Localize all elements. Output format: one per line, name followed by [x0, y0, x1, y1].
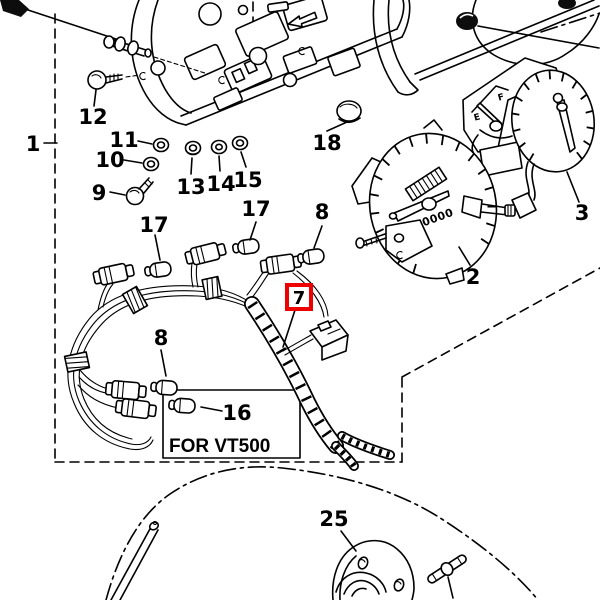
leader-line	[458, 246, 471, 266]
part-label-18[interactable]: 18	[312, 131, 341, 155]
washer-14-drawing	[210, 139, 228, 172]
part-label-2[interactable]: 2	[466, 265, 481, 289]
lamp-socket	[184, 242, 227, 266]
pin-drawing	[427, 554, 467, 599]
leader-line	[477, 25, 600, 49]
part-label-17-left[interactable]: 17	[139, 213, 168, 237]
nut-15-drawing	[231, 135, 249, 168]
part-label-13[interactable]: 13	[176, 175, 205, 199]
leader-line	[27, 9, 120, 41]
cowl-outline	[105, 466, 539, 600]
part-label-16[interactable]: 16	[222, 401, 251, 425]
part-label-14[interactable]: 14	[206, 172, 235, 196]
part-label-10[interactable]: 10	[95, 148, 124, 172]
wire-harness-drawing	[63, 242, 329, 451]
leader-line	[109, 191, 126, 196]
part-label-8-right[interactable]: 8	[315, 200, 330, 224]
hole-mark	[139, 72, 146, 81]
lower-cowl-drawing	[105, 466, 539, 600]
leader-line	[160, 349, 167, 377]
leader-line	[190, 157, 193, 175]
panel-stud	[103, 35, 209, 75]
part-label-15[interactable]: 15	[233, 168, 262, 192]
highlight-part-7[interactable]: 7	[282, 283, 313, 348]
panel-bracket-drawing	[103, 0, 600, 126]
hole-mark	[218, 76, 225, 85]
panel-hole	[183, 43, 227, 81]
leader-line	[326, 121, 348, 132]
arrow-icon	[287, 11, 318, 28]
speedometer-drawing: 0000	[351, 119, 516, 285]
leader-line	[93, 89, 97, 107]
sleeve-wrap-marks	[247, 300, 341, 450]
nut-13-drawing	[184, 140, 202, 175]
tape-wrap	[121, 285, 149, 315]
leader-line	[566, 171, 580, 203]
part-label-9[interactable]: 9	[92, 181, 107, 205]
speedo-cable	[110, 526, 152, 600]
leader-line	[154, 234, 161, 261]
trip-meter-window	[404, 166, 448, 202]
screw-12-drawing	[87, 70, 141, 107]
leader-line	[200, 406, 223, 412]
part-label-25[interactable]: 25	[319, 507, 348, 531]
speedo-drive-drawing	[331, 530, 415, 600]
part-label-11[interactable]: 11	[109, 128, 138, 152]
harness-sleeve-drawing	[244, 296, 395, 471]
lamp-socket	[259, 253, 302, 275]
corner-bolt-drawing	[0, 0, 120, 41]
leader-line	[240, 151, 247, 168]
fuel-full-mark: F	[497, 92, 506, 103]
gauge-tick-marks	[369, 133, 497, 274]
part-label-17-right[interactable]: 17	[241, 197, 270, 221]
lamp-socket	[92, 262, 135, 286]
panel-hole-round	[150, 60, 166, 76]
fuel-empty-mark: E	[473, 112, 482, 123]
bulb-8-right	[297, 248, 325, 265]
part-label-8-left[interactable]: 8	[154, 326, 169, 350]
hole-mark	[298, 47, 305, 56]
gauge-tick-marks	[511, 70, 595, 162]
panel-hole-round	[237, 4, 249, 16]
leader-line	[218, 155, 221, 172]
leader-line	[282, 309, 296, 348]
leader-line	[137, 140, 153, 145]
fuel-gauge-drawing: E F	[462, 57, 596, 219]
panel-hole	[282, 46, 318, 74]
note-text: FOR VT500	[169, 436, 270, 457]
bulb-17-left	[144, 261, 172, 278]
part-label-7[interactable]: 7	[293, 288, 306, 309]
tape-wrap	[63, 351, 91, 373]
nut-11-drawing	[137, 137, 170, 153]
screw-9-drawing	[109, 177, 154, 206]
panel-hole	[282, 0, 328, 32]
bulb-16	[168, 397, 196, 414]
bolt-18-drawing	[326, 100, 362, 132]
bulb-8-left	[150, 379, 178, 396]
nut-10-drawing	[123, 156, 160, 172]
lamp-socket	[114, 398, 157, 420]
tape-wrap	[201, 275, 223, 301]
leader-line	[123, 159, 143, 164]
panel-hole-round	[282, 72, 298, 88]
part-label-3[interactable]: 3	[575, 201, 590, 225]
bolt-head	[0, 0, 29, 17]
leader-line	[447, 576, 454, 599]
panel-hole	[213, 87, 243, 111]
part-label-12[interactable]: 12	[78, 105, 107, 129]
panel-hole-round	[248, 46, 268, 66]
boundary-diagonal	[401, 267, 600, 378]
lamp-socket	[104, 379, 147, 401]
panel-hole	[235, 11, 289, 57]
leader-line	[340, 530, 357, 552]
panel-hole-round	[198, 2, 222, 26]
bulb-17-right	[232, 238, 260, 255]
connector	[511, 192, 537, 219]
highlight-box[interactable]	[285, 283, 313, 311]
boundary-chain-top-right	[540, 12, 600, 33]
part-label-1[interactable]: 1	[26, 132, 41, 156]
leader-line	[249, 221, 257, 241]
leader-line	[313, 225, 323, 249]
